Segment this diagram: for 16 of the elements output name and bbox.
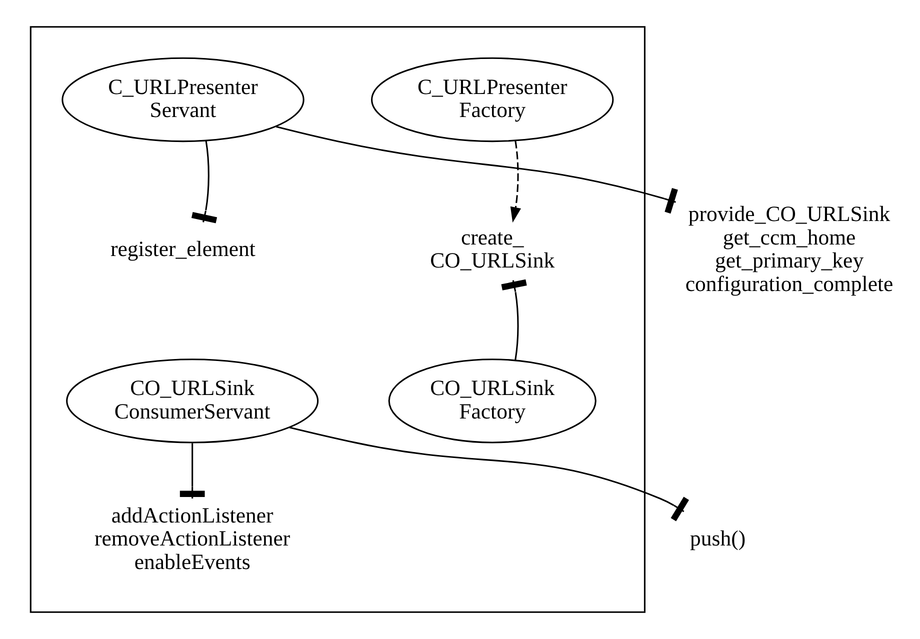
node-ellipse: CO_URLSink Factory	[388, 358, 596, 444]
node-text: register_element	[110, 237, 255, 262]
connector	[275, 126, 678, 214]
connector	[500, 279, 526, 360]
node-ellipse: C_URLPresenter Factory	[370, 57, 614, 142]
cluster	[29, 26, 645, 613]
node-ellipse: CO_URLSink ConsumerServant	[66, 358, 318, 444]
connector	[179, 443, 204, 498]
node-text: create_ CO_URLSink	[430, 225, 554, 273]
node-text: addActionListener removeActionListener enableEvents	[94, 503, 290, 574]
node-text: provide_CO_URLSink get_ccm_home get_primary_key configuration_complete	[684, 202, 893, 296]
connector	[288, 426, 689, 522]
connector	[190, 140, 217, 224]
arrow	[510, 140, 521, 223]
node-text: push()	[689, 526, 746, 551]
node-ellipse: C_URLPresenter Servant	[61, 57, 304, 142]
